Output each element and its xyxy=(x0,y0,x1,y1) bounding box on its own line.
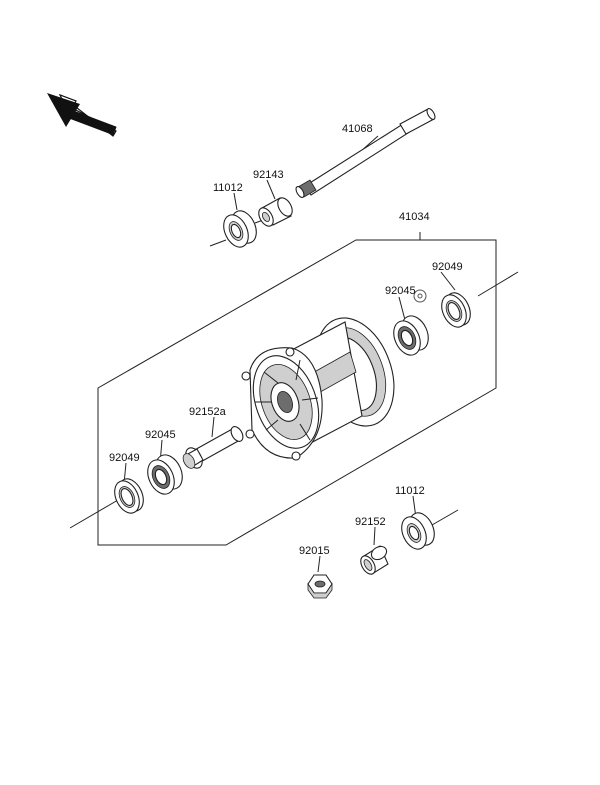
oil-seal-11012-top xyxy=(223,210,257,248)
part-labels: 41068 92143 11012 41034 92049 92045 9215… xyxy=(109,123,463,557)
seal-92049-left xyxy=(114,478,144,514)
label-seal-left: 92049 xyxy=(109,452,140,464)
label-spacer: 92152a xyxy=(189,406,227,418)
label-collar-top: 92143 xyxy=(253,169,284,181)
label-seal-top: 11012 xyxy=(213,182,243,194)
label-bearing-left: 92045 xyxy=(145,429,176,441)
bearing-92045-right xyxy=(393,315,429,356)
front-arrow-icon xyxy=(47,93,117,137)
spacer-92152a xyxy=(182,426,244,469)
label-bearing-right: 92045 xyxy=(385,285,416,297)
label-hub: 41034 xyxy=(399,211,430,223)
seal-92049-right xyxy=(441,292,471,328)
collar-92143 xyxy=(258,197,293,227)
hub-assembly-bracket xyxy=(97,232,497,546)
label-seal-bottom: 11012 xyxy=(395,485,425,497)
axle-41068 xyxy=(295,108,436,198)
label-seal-right: 92049 xyxy=(432,261,463,273)
hub-41034 xyxy=(241,317,395,461)
label-nut: 92015 xyxy=(299,545,330,557)
collar-92152 xyxy=(360,545,389,575)
nut-92015 xyxy=(307,574,333,599)
gear-mark-icon xyxy=(413,289,427,303)
oil-seal-11012-bottom xyxy=(401,512,435,550)
label-axle: 41068 xyxy=(342,123,373,135)
label-collar-bottom: 92152 xyxy=(355,516,386,528)
bearing-92045-left xyxy=(147,454,183,495)
